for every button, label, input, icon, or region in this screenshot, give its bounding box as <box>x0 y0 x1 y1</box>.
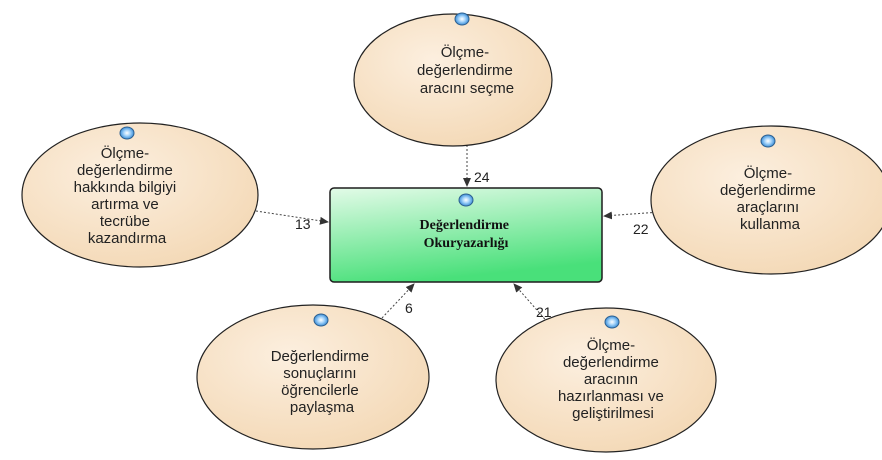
link-count-bottom-left: 6 <box>405 300 413 316</box>
link-bottom-right <box>513 283 551 326</box>
node-label-line: hazırlanması ve <box>558 388 664 405</box>
link-count-left: 13 <box>295 216 311 232</box>
center-node[interactable]: Değerlendirme Okuryazarlığı <box>329 187 603 283</box>
center-label: Değerlendirme Okuryazarlığı <box>420 218 513 251</box>
node-label-line: aracının <box>584 371 638 388</box>
node-label-line: Ölçme- <box>744 164 792 182</box>
node-label-line: kazandırma <box>88 230 167 247</box>
link-right <box>603 211 661 220</box>
node-label-line: Ölçme- <box>587 336 635 354</box>
info-marker-icon <box>458 193 474 207</box>
node-label: Ölçme- değerlendirme aracının hazırlanma… <box>558 336 668 422</box>
node-label-line: geliştirilmesi <box>572 405 654 422</box>
node-label-line: değerlendirme <box>77 162 173 179</box>
node-label-line: sonuçlarını <box>283 365 356 382</box>
node-bottom-left[interactable]: Değerlendirme sonuçlarını öğrencilerle p… <box>196 304 430 450</box>
node-bottom-right[interactable]: Ölçme- değerlendirme aracının hazırlanma… <box>495 307 717 453</box>
node-top[interactable]: Ölçme- değerlendirme aracını seçme <box>353 12 553 147</box>
node-label-line: değerlendirme <box>417 62 513 79</box>
info-marker-icon <box>604 315 620 329</box>
center-label-line: Değerlendirme <box>420 218 509 233</box>
node-label-line: hakkında bilgiyi <box>74 179 177 196</box>
info-marker-icon <box>760 134 776 148</box>
node-right[interactable]: Ölçme- değerlendirme araçlarını kullanma <box>650 125 882 275</box>
node-label-line: aracını seçme <box>420 80 514 97</box>
node-label-line: artırma ve <box>91 196 159 213</box>
node-label: Ölçme- değerlendirme hakkında bilgiyi ar… <box>74 144 181 247</box>
node-label-line: Ölçme- <box>441 43 489 61</box>
node-label: Ölçme- değerlendirme araçlarını kullanma <box>720 164 820 233</box>
node-label: Değerlendirme sonuçlarını öğrencilerle p… <box>271 348 374 416</box>
node-label-line: değerlendirme <box>563 354 659 371</box>
link-count-bottom-right: 21 <box>536 304 552 320</box>
info-marker-icon <box>454 12 470 26</box>
center-label-line: Okuryazarlığı <box>424 236 509 251</box>
link-counts: 24 13 22 6 21 <box>295 169 649 320</box>
link-count-right: 22 <box>633 221 649 237</box>
node-label-line: değerlendirme <box>720 182 816 199</box>
info-marker-icon <box>313 313 329 327</box>
links <box>255 145 661 326</box>
node-label-line: Ölçme- <box>101 144 149 162</box>
node-label-line: Değerlendirme <box>271 348 369 365</box>
node-label-line: araçlarını <box>737 199 800 216</box>
node-label-line: öğrencilerle <box>281 382 359 399</box>
node-label-line: kullanma <box>740 216 801 233</box>
node-label-line: paylaşma <box>290 399 355 416</box>
link-count-top: 24 <box>474 169 490 185</box>
info-marker-icon <box>119 126 135 140</box>
node-left[interactable]: Ölçme- değerlendirme hakkında bilgiyi ar… <box>21 122 259 268</box>
node-label-line: tecrübe <box>100 213 150 230</box>
node-label: Ölçme- değerlendirme aracını seçme <box>417 43 517 97</box>
link-left <box>255 210 329 225</box>
